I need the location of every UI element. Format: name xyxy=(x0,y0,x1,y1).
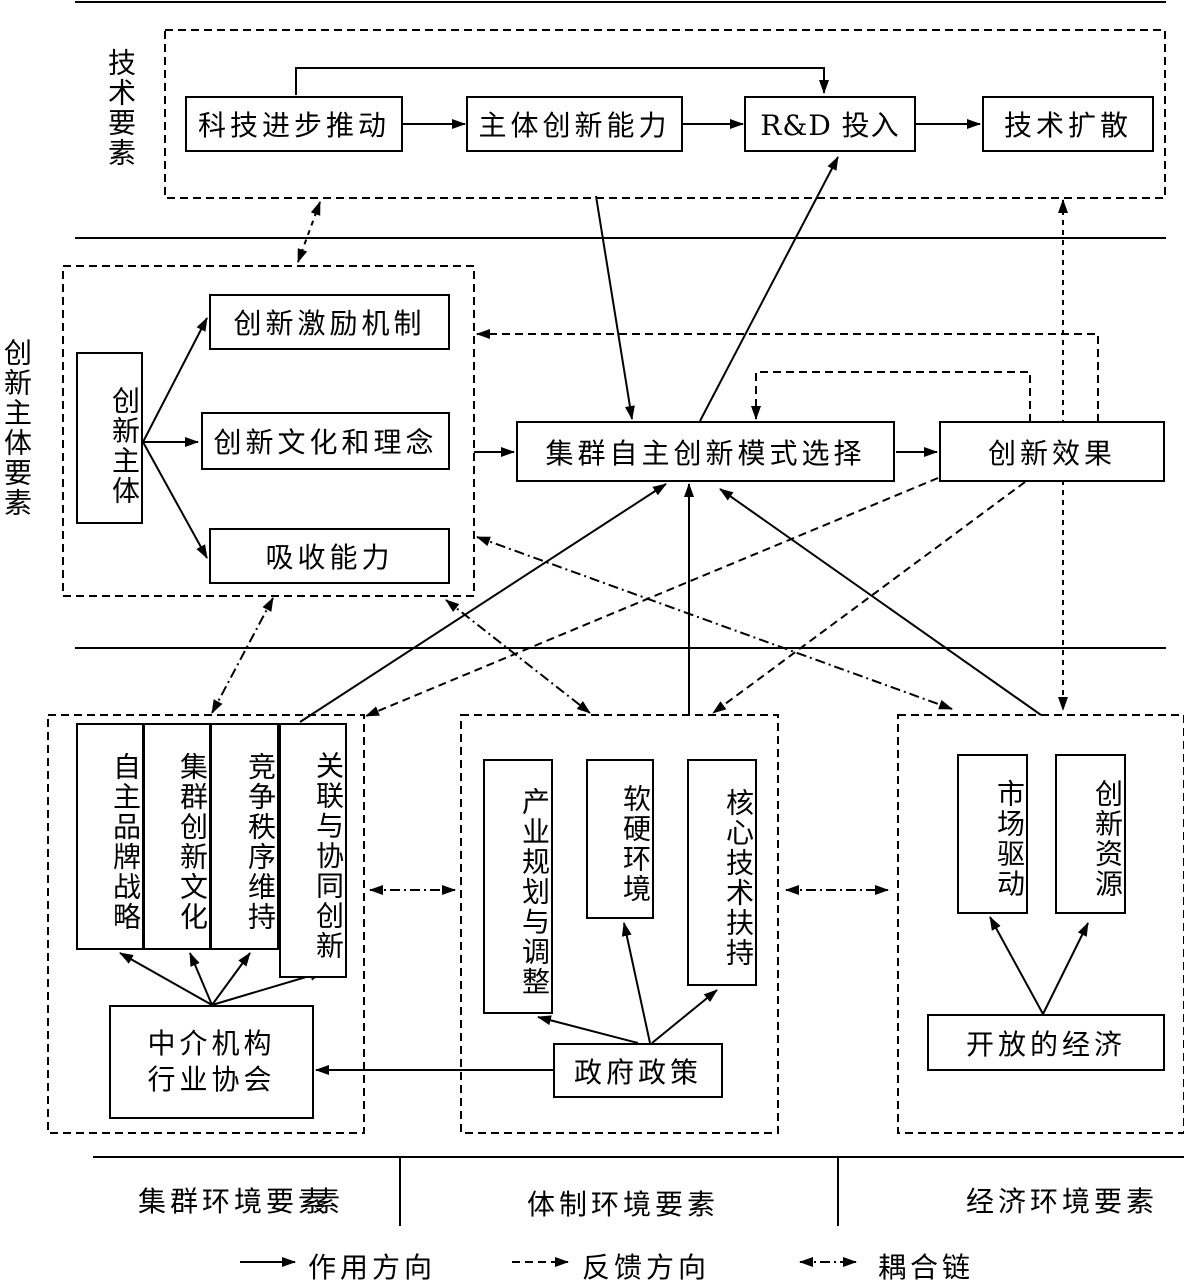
legend-feedback-text: 反馈方向 xyxy=(582,1251,711,1284)
core-tech-support-box: 核心技术扶持 xyxy=(687,759,757,986)
legend-action-text: 作用方向 xyxy=(308,1251,437,1284)
tech-diffusion-box: 技术扩散 xyxy=(982,96,1154,152)
intermediary-box: 中介机构 行业协会 xyxy=(109,1005,314,1119)
institution-env-frame xyxy=(460,714,779,1134)
rd-investment-box: R&D 投入 xyxy=(744,96,916,152)
market-driven-box: 市场驱动 xyxy=(957,754,1028,914)
soft-hard-env-box: 软硬环境 xyxy=(586,759,654,919)
cluster-env-label: 集群环境要素素 xyxy=(138,1180,340,1220)
mode-selection-box: 集群自主创新模式选择 xyxy=(516,421,895,482)
group-frames xyxy=(47,29,1184,1134)
absorptive-capacity-box: 吸收能力 xyxy=(209,528,450,584)
brand-strategy-box: 自主品牌战略 xyxy=(76,723,144,950)
incentive-mechanism-box: 创新激励机制 xyxy=(209,294,450,350)
tech-progress-box: 科技进步推动 xyxy=(185,96,403,152)
innovation-effect-box: 创新效果 xyxy=(939,421,1165,482)
subject-elements-label: 创新主体要素 xyxy=(0,338,33,518)
coupling-chains xyxy=(211,536,953,895)
government-policy-box: 政府政策 xyxy=(553,1043,723,1098)
tech-frame xyxy=(164,29,1166,199)
cluster-env-frame xyxy=(47,714,365,1134)
innovation-resource-box: 创新资源 xyxy=(1055,754,1126,914)
cluster-env-label-text: 集群环境要素 xyxy=(138,1185,331,1218)
feedback-arrows xyxy=(365,329,1099,717)
open-economy-box: 开放的经济 xyxy=(927,1014,1165,1071)
cluster-env-label-overlap: 素 xyxy=(312,1185,341,1218)
subject-frame xyxy=(62,265,475,597)
institution-env-label: 体制环境要素 xyxy=(527,1188,720,1221)
legend-coupling-text: 耦合链 xyxy=(878,1251,975,1284)
cooperation-innovation-box: 关联与协同创新 xyxy=(279,723,347,978)
industry-planning-box: 产业规划与调整 xyxy=(483,759,553,1014)
intermediary-line1: 中介机构 xyxy=(147,1027,276,1060)
subject-ability-box: 主体创新能力 xyxy=(466,96,683,152)
innovation-culture-box: 创新文化和理念 xyxy=(201,412,450,470)
competition-order-box: 竞争秩序维持 xyxy=(210,723,279,950)
economy-env-label: 经济环境要素 xyxy=(966,1185,1159,1218)
cluster-culture-box: 集群创新文化 xyxy=(143,723,211,950)
innovation-subject-box: 创新主体 xyxy=(76,352,143,524)
tech-elements-label: 技术要素 xyxy=(104,48,137,168)
intermediary-line2: 行业协会 xyxy=(147,1063,276,1096)
